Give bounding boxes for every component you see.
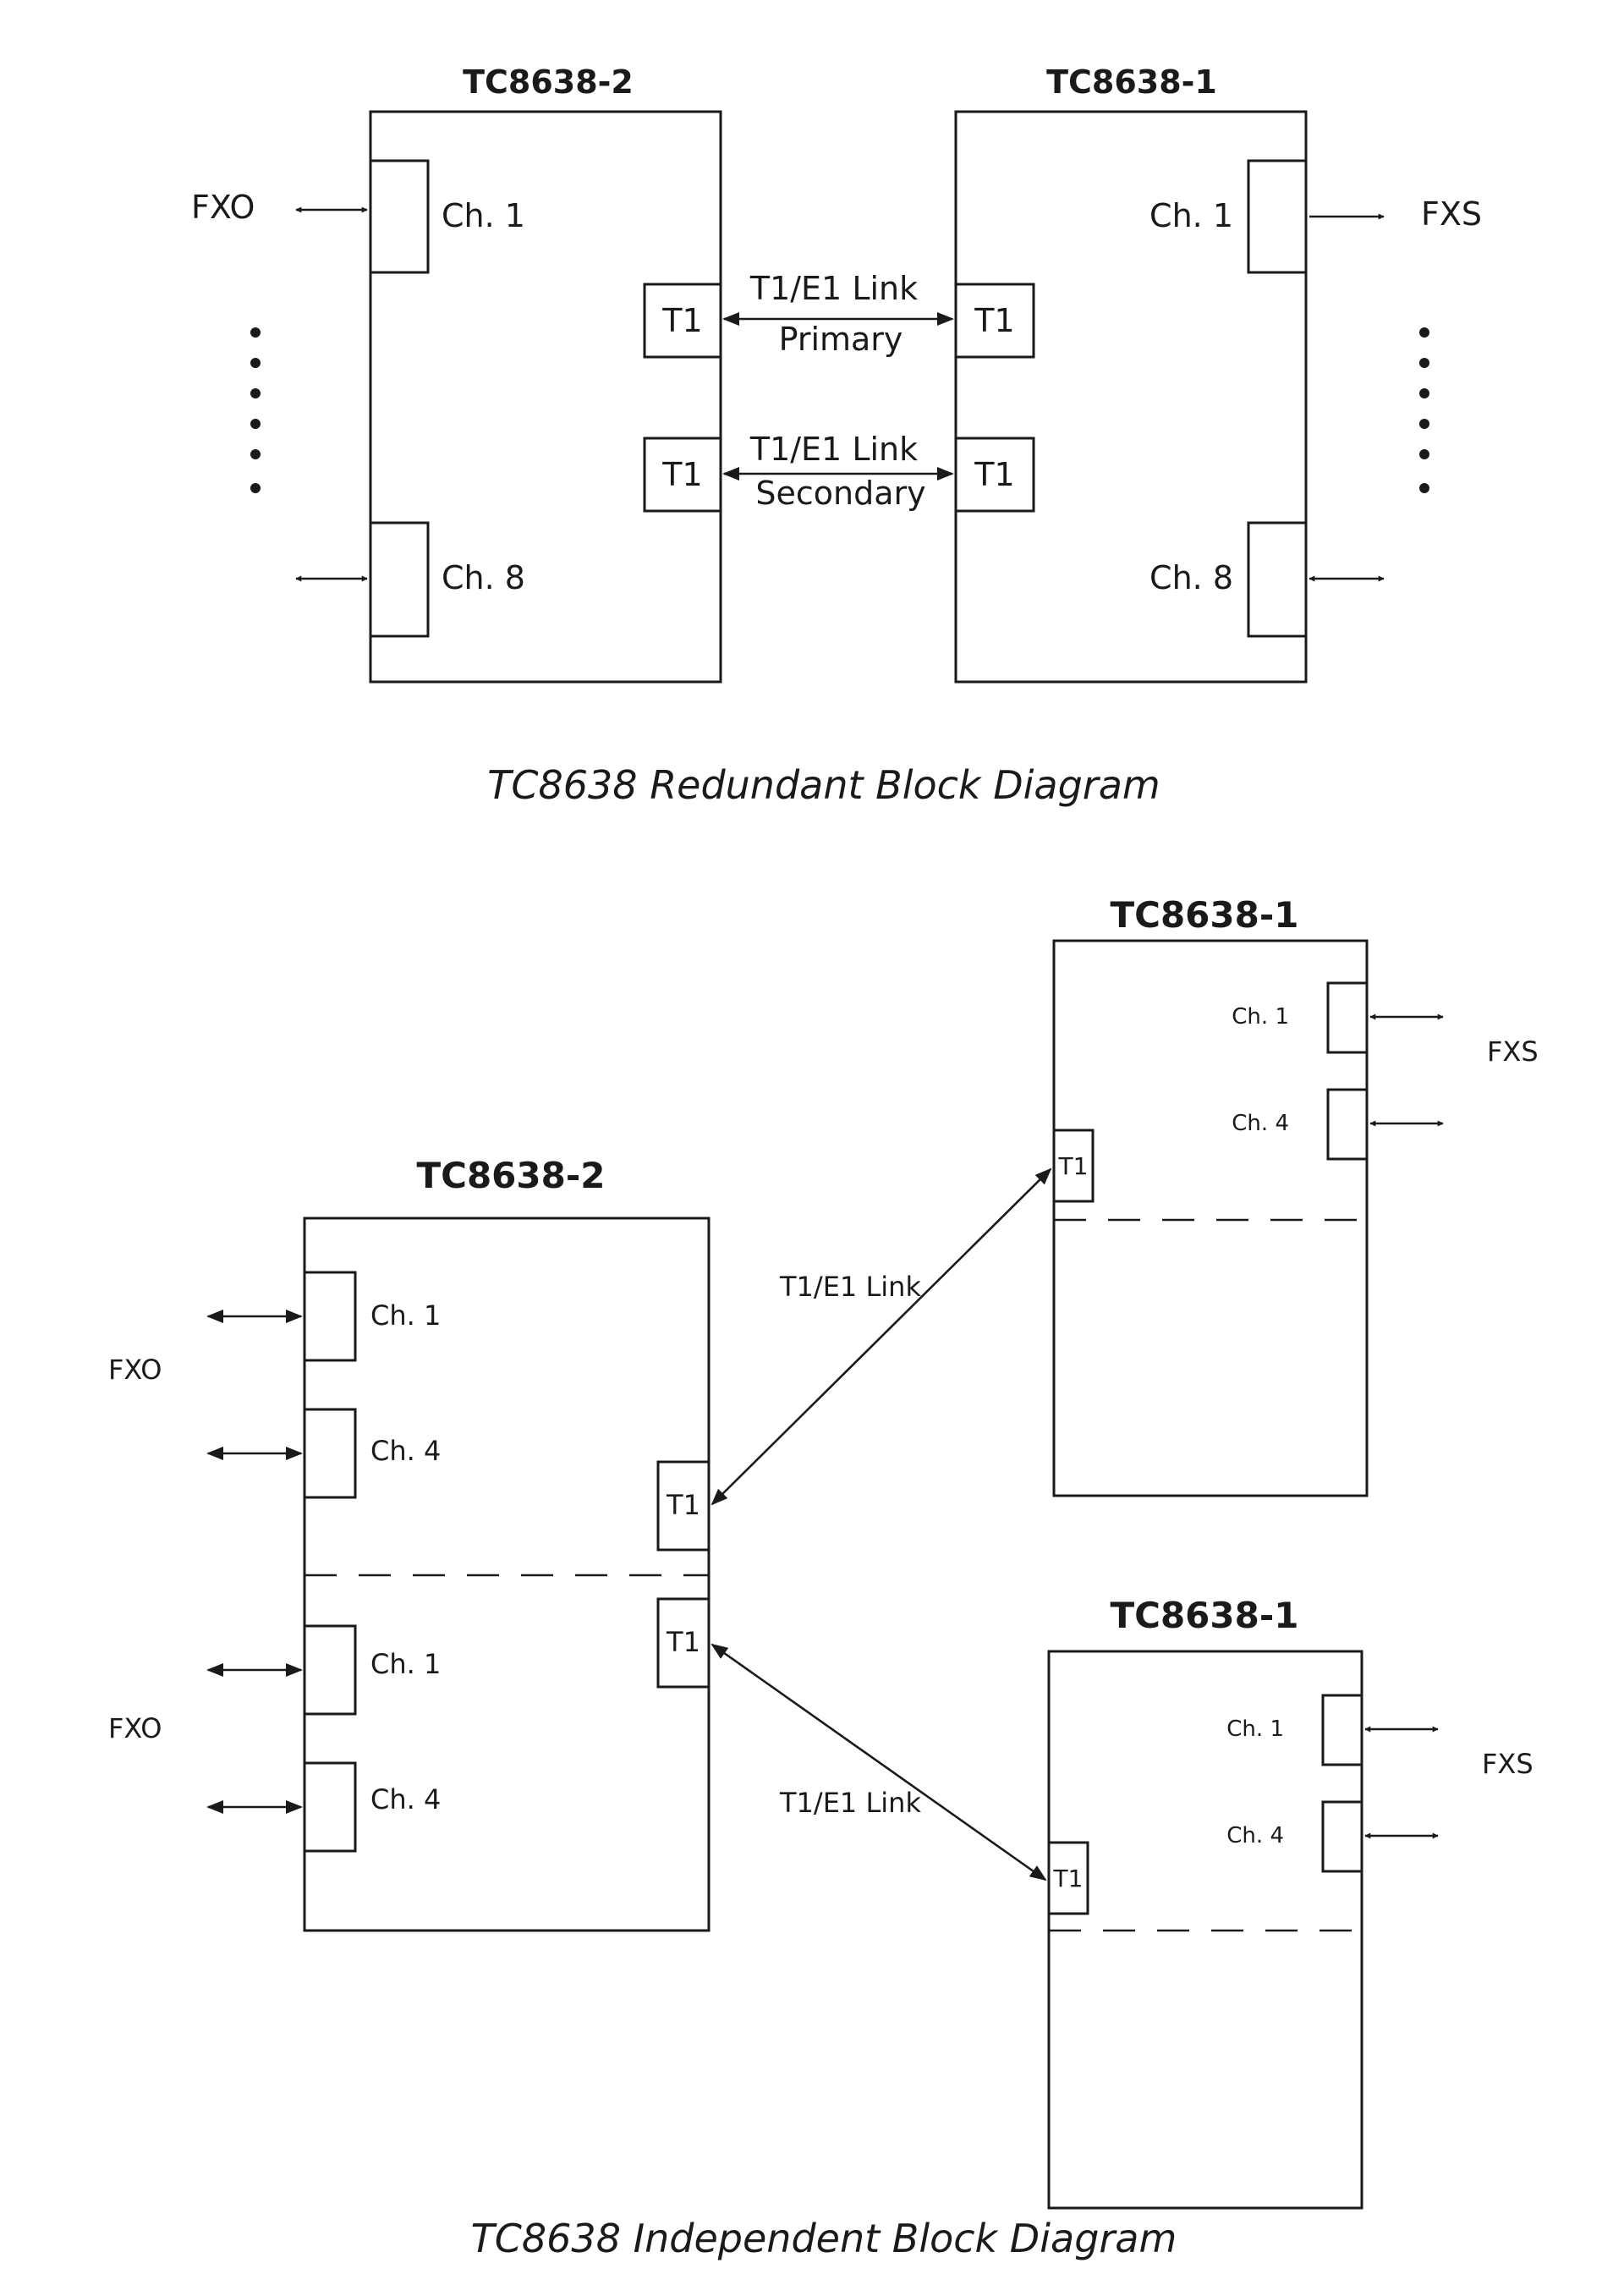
- independent-center-unit-title: TC8638-2: [416, 1155, 605, 1196]
- redundant-left-t1-primary-label: T1: [661, 302, 702, 339]
- independent-center-ch1-a-port: [303, 1271, 357, 1362]
- independent-bottom-t1-label: T1: [1053, 1865, 1084, 1892]
- independent-bottom-unit-box: [1047, 1650, 1363, 2210]
- independent-lower-link-arrow: [710, 1643, 1047, 1881]
- independent-top-unit-box: [1052, 939, 1369, 1497]
- redundant-right-t1-secondary-port: [954, 437, 1035, 513]
- independent-top-unit: TC8638-1 Ch. 1 Ch. 4 T1 FXS: [1052, 894, 1539, 1497]
- independent-top-ch1-port: [1326, 981, 1369, 1054]
- redundant-right-ch8-port: [1247, 521, 1308, 638]
- independent-center-t1-a-label: T1: [666, 1489, 700, 1521]
- redundant-right-ch1-label: Ch. 1: [1149, 197, 1233, 234]
- independent-center-t1-b-label: T1: [666, 1626, 700, 1658]
- redundant-left-ch1-label: Ch. 1: [442, 197, 525, 234]
- independent-bottom-t1-port: [1047, 1841, 1089, 1915]
- independent-center-ch4-a-label: Ch. 4: [370, 1435, 441, 1467]
- redundant-left-unit-title: TC8638-2: [463, 63, 634, 101]
- independent-center-ch4-b-label: Ch. 4: [370, 1783, 441, 1815]
- redundant-right-t1-primary-port: [954, 283, 1035, 359]
- independent-center-t1-b-port: [656, 1597, 710, 1689]
- redundant-left-ch1-port: [369, 159, 430, 274]
- independent-top-ch1-label: Ch. 1: [1232, 1004, 1289, 1030]
- redundant-right-unit: TC8638-1 Ch. 1 Ch. 8 T1 T1: [954, 63, 1308, 684]
- independent-bottom-unit: TC8638-1 Ch. 1 Ch. 4 T1 FXS: [1047, 1595, 1533, 2210]
- independent-center-ch1-b-label: Ch. 1: [370, 1648, 441, 1680]
- redundant-caption: TC8638 Redundant Block Diagram: [487, 762, 1160, 808]
- independent-center-ch1-b-port: [303, 1624, 357, 1716]
- redundant-left-unit: TC8638-2 Ch. 1 Ch. 8 T1 T1: [369, 63, 722, 684]
- independent-caption: TC8638 Independent Block Diagram: [471, 2216, 1177, 2261]
- independent-center-unit: TC8638-2 Ch. 1 Ch. 4 Ch. 1 Ch. 4 T1 T1: [303, 1155, 710, 1932]
- independent-bottom-ch1-port: [1321, 1694, 1363, 1766]
- redundant-left-ch8-label: Ch. 8: [442, 559, 525, 596]
- redundant-primary-link-label: T1/E1 Link: [749, 270, 918, 307]
- independent-top-t1-port: [1052, 1129, 1095, 1203]
- independent-bottom-ch4-label: Ch. 4: [1226, 1823, 1284, 1848]
- independent-upper-link-label: T1/E1 Link: [779, 1271, 921, 1303]
- independent-center-ch1-a-label: Ch. 1: [370, 1299, 441, 1332]
- redundant-left-unit-box: [369, 110, 722, 684]
- independent-fxs-lower-label: FXS: [1482, 1748, 1533, 1780]
- redundant-secondary-link-sub: Secondary: [755, 475, 925, 512]
- independent-top-unit-title: TC8638-1: [1110, 894, 1298, 936]
- redundant-right-ch1-port: [1247, 159, 1308, 274]
- independent-center-ch4-b-port: [303, 1761, 357, 1853]
- independent-bottom-unit-title: TC8638-1: [1110, 1595, 1298, 1636]
- redundant-left-t1-secondary-port: [643, 437, 722, 513]
- independent-top-ch4-port: [1326, 1088, 1369, 1161]
- independent-bottom-ch1-label: Ch. 1: [1226, 1716, 1284, 1742]
- redundant-right-t1-secondary-label: T1: [974, 456, 1014, 493]
- redundant-right-unit-title: TC8638-1: [1046, 63, 1217, 101]
- independent-center-t1-a-port: [656, 1460, 710, 1552]
- redundant-right-ellipsis: [1419, 327, 1429, 493]
- independent-top-ch4-label: Ch. 4: [1232, 1111, 1289, 1136]
- redundant-right-unit-box: [954, 110, 1308, 684]
- independent-fxs-upper-label: FXS: [1487, 1035, 1539, 1068]
- independent-lower-link-label: T1/E1 Link: [779, 1787, 921, 1819]
- independent-diagram: TC8638-2 Ch. 1 Ch. 4 Ch. 1 Ch. 4 T1 T1 F…: [108, 894, 1539, 2261]
- independent-upper-link-arrow: [710, 1167, 1052, 1506]
- redundant-fxo-label: FXO: [191, 189, 255, 226]
- independent-center-ch4-a-port: [303, 1408, 357, 1499]
- redundant-left-ellipsis: [250, 327, 261, 493]
- redundant-fxs-label: FXS: [1421, 195, 1482, 233]
- redundant-primary-link-sub: Primary: [779, 321, 903, 358]
- redundant-secondary-link-label: T1/E1 Link: [749, 431, 918, 468]
- redundant-right-ch8-label: Ch. 8: [1149, 559, 1233, 596]
- redundant-right-t1-primary-label: T1: [974, 302, 1014, 339]
- redundant-left-t1-primary-port: [643, 283, 722, 359]
- redundant-left-t1-secondary-label: T1: [661, 456, 702, 493]
- redundant-diagram: TC8638-2 Ch. 1 Ch. 8 T1 T1 TC8638-1 Ch. …: [191, 63, 1482, 808]
- independent-bottom-ch4-port: [1321, 1800, 1363, 1873]
- redundant-left-ch8-port: [369, 521, 430, 638]
- independent-fxo-upper-label: FXO: [108, 1354, 162, 1386]
- independent-top-t1-label: T1: [1058, 1152, 1089, 1180]
- independent-fxo-lower-label: FXO: [108, 1712, 162, 1744]
